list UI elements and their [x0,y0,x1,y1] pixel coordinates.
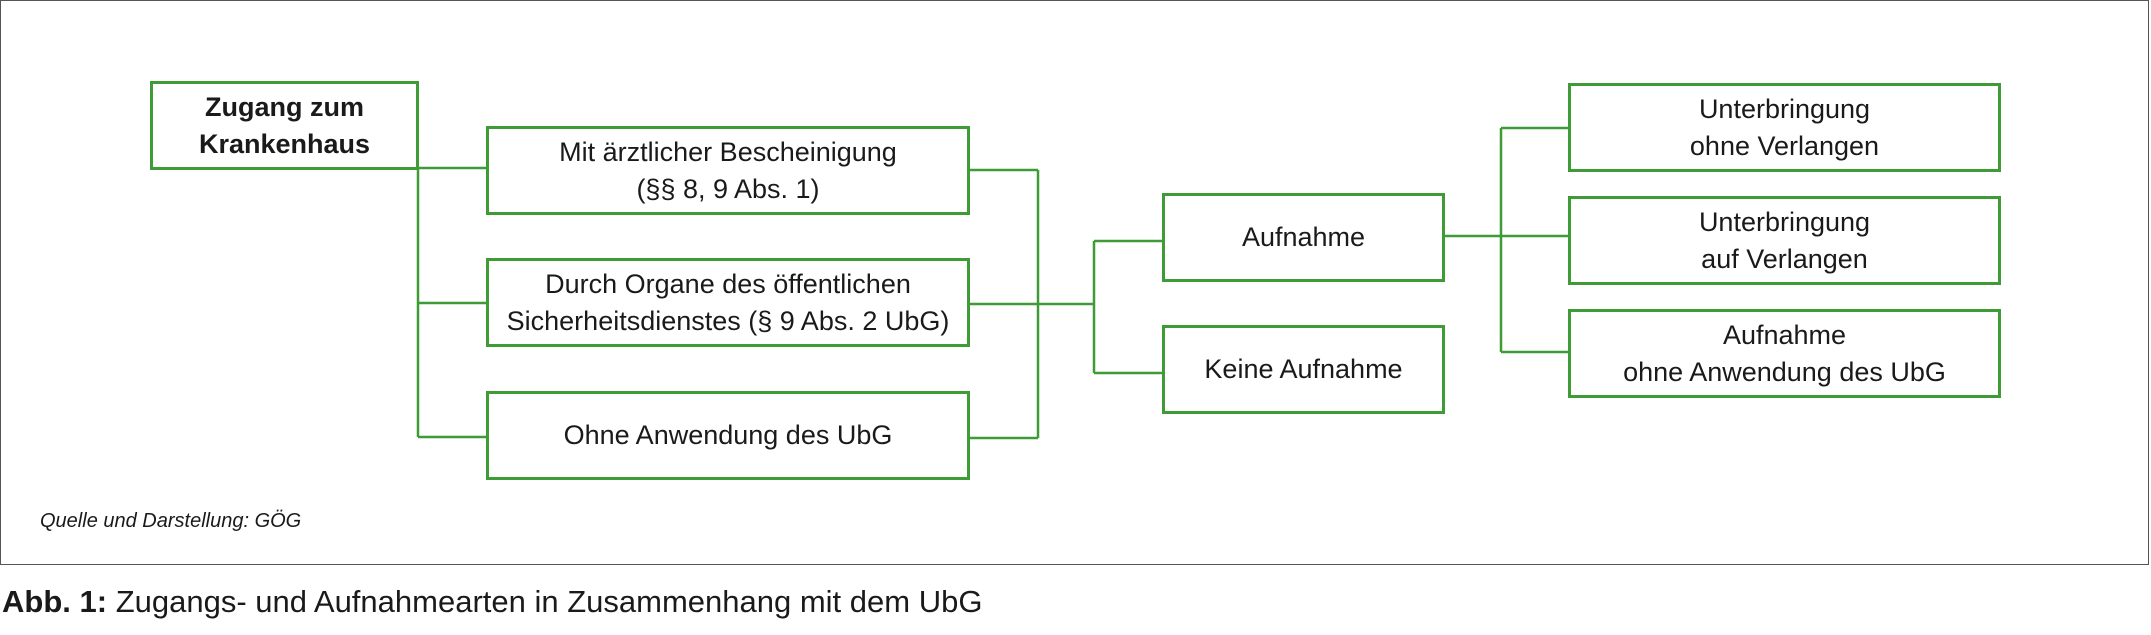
caption-text: Zugangs- und Aufnahmearten in Zusammenha… [115,584,983,619]
access-box-1-line1: Mit ärztlicher Bescheinigung [559,136,897,167]
placement-box-ohne-ubg: Aufnahme ohne Anwendung des UbG [1568,309,2001,398]
admission-box-keine-aufnahme: Keine Aufnahme [1162,325,1445,414]
source-note: Quelle und Darstellung: GÖG [40,510,302,532]
figure-caption: Abb. 1: Zugangs- und Aufnahmearten in Zu… [2,584,982,620]
root-box-line1: Zugang zum [205,91,364,122]
access-box-ohne-ubg: Ohne Anwendung des UbG [486,391,970,480]
placement-box-ohne-verlangen: Unterbringung ohne Verlangen [1568,83,2001,172]
access-box-2-line2: Sicherheitsdienstes (§ 9 Abs. 2 UbG) [506,305,950,336]
root-box-line2: Krankenhaus [198,128,371,159]
placement-box-auf-verlangen: Unterbringung auf Verlangen [1568,196,2001,285]
figure-frame [0,0,2149,565]
placement-box-2-line2: auf Verlangen [1701,243,1868,274]
caption-label: Abb. 1: [2,584,108,619]
access-box-1-line2: (§§ 8, 9 Abs. 1) [636,173,820,204]
admission-box-2-line1: Keine Aufnahme [1204,354,1403,384]
access-box-sicherheitsdienst: Durch Organe des öffentlichen Sicherheit… [486,258,970,347]
access-box-aerztliche-bescheinigung: Mit ärztlicher Bescheinigung (§§ 8, 9 Ab… [486,126,970,215]
placement-box-3-line2: ohne Anwendung des UbG [1623,356,1946,387]
admission-box-1-line1: Aufnahme [1241,222,1366,252]
root-box-zugang: Zugang zum Krankenhaus [150,81,419,170]
placement-box-3-line1: Aufnahme [1722,319,1847,350]
placement-box-1-line1: Unterbringung [1698,93,1871,124]
access-box-3-line1: Ohne Anwendung des UbG [563,420,893,450]
placement-box-1-line2: ohne Verlangen [1689,130,1880,161]
access-box-2-line1: Durch Organe des öffentlichen [545,268,911,299]
placement-box-2-line1: Unterbringung [1698,206,1871,237]
admission-box-aufnahme: Aufnahme [1162,193,1445,282]
